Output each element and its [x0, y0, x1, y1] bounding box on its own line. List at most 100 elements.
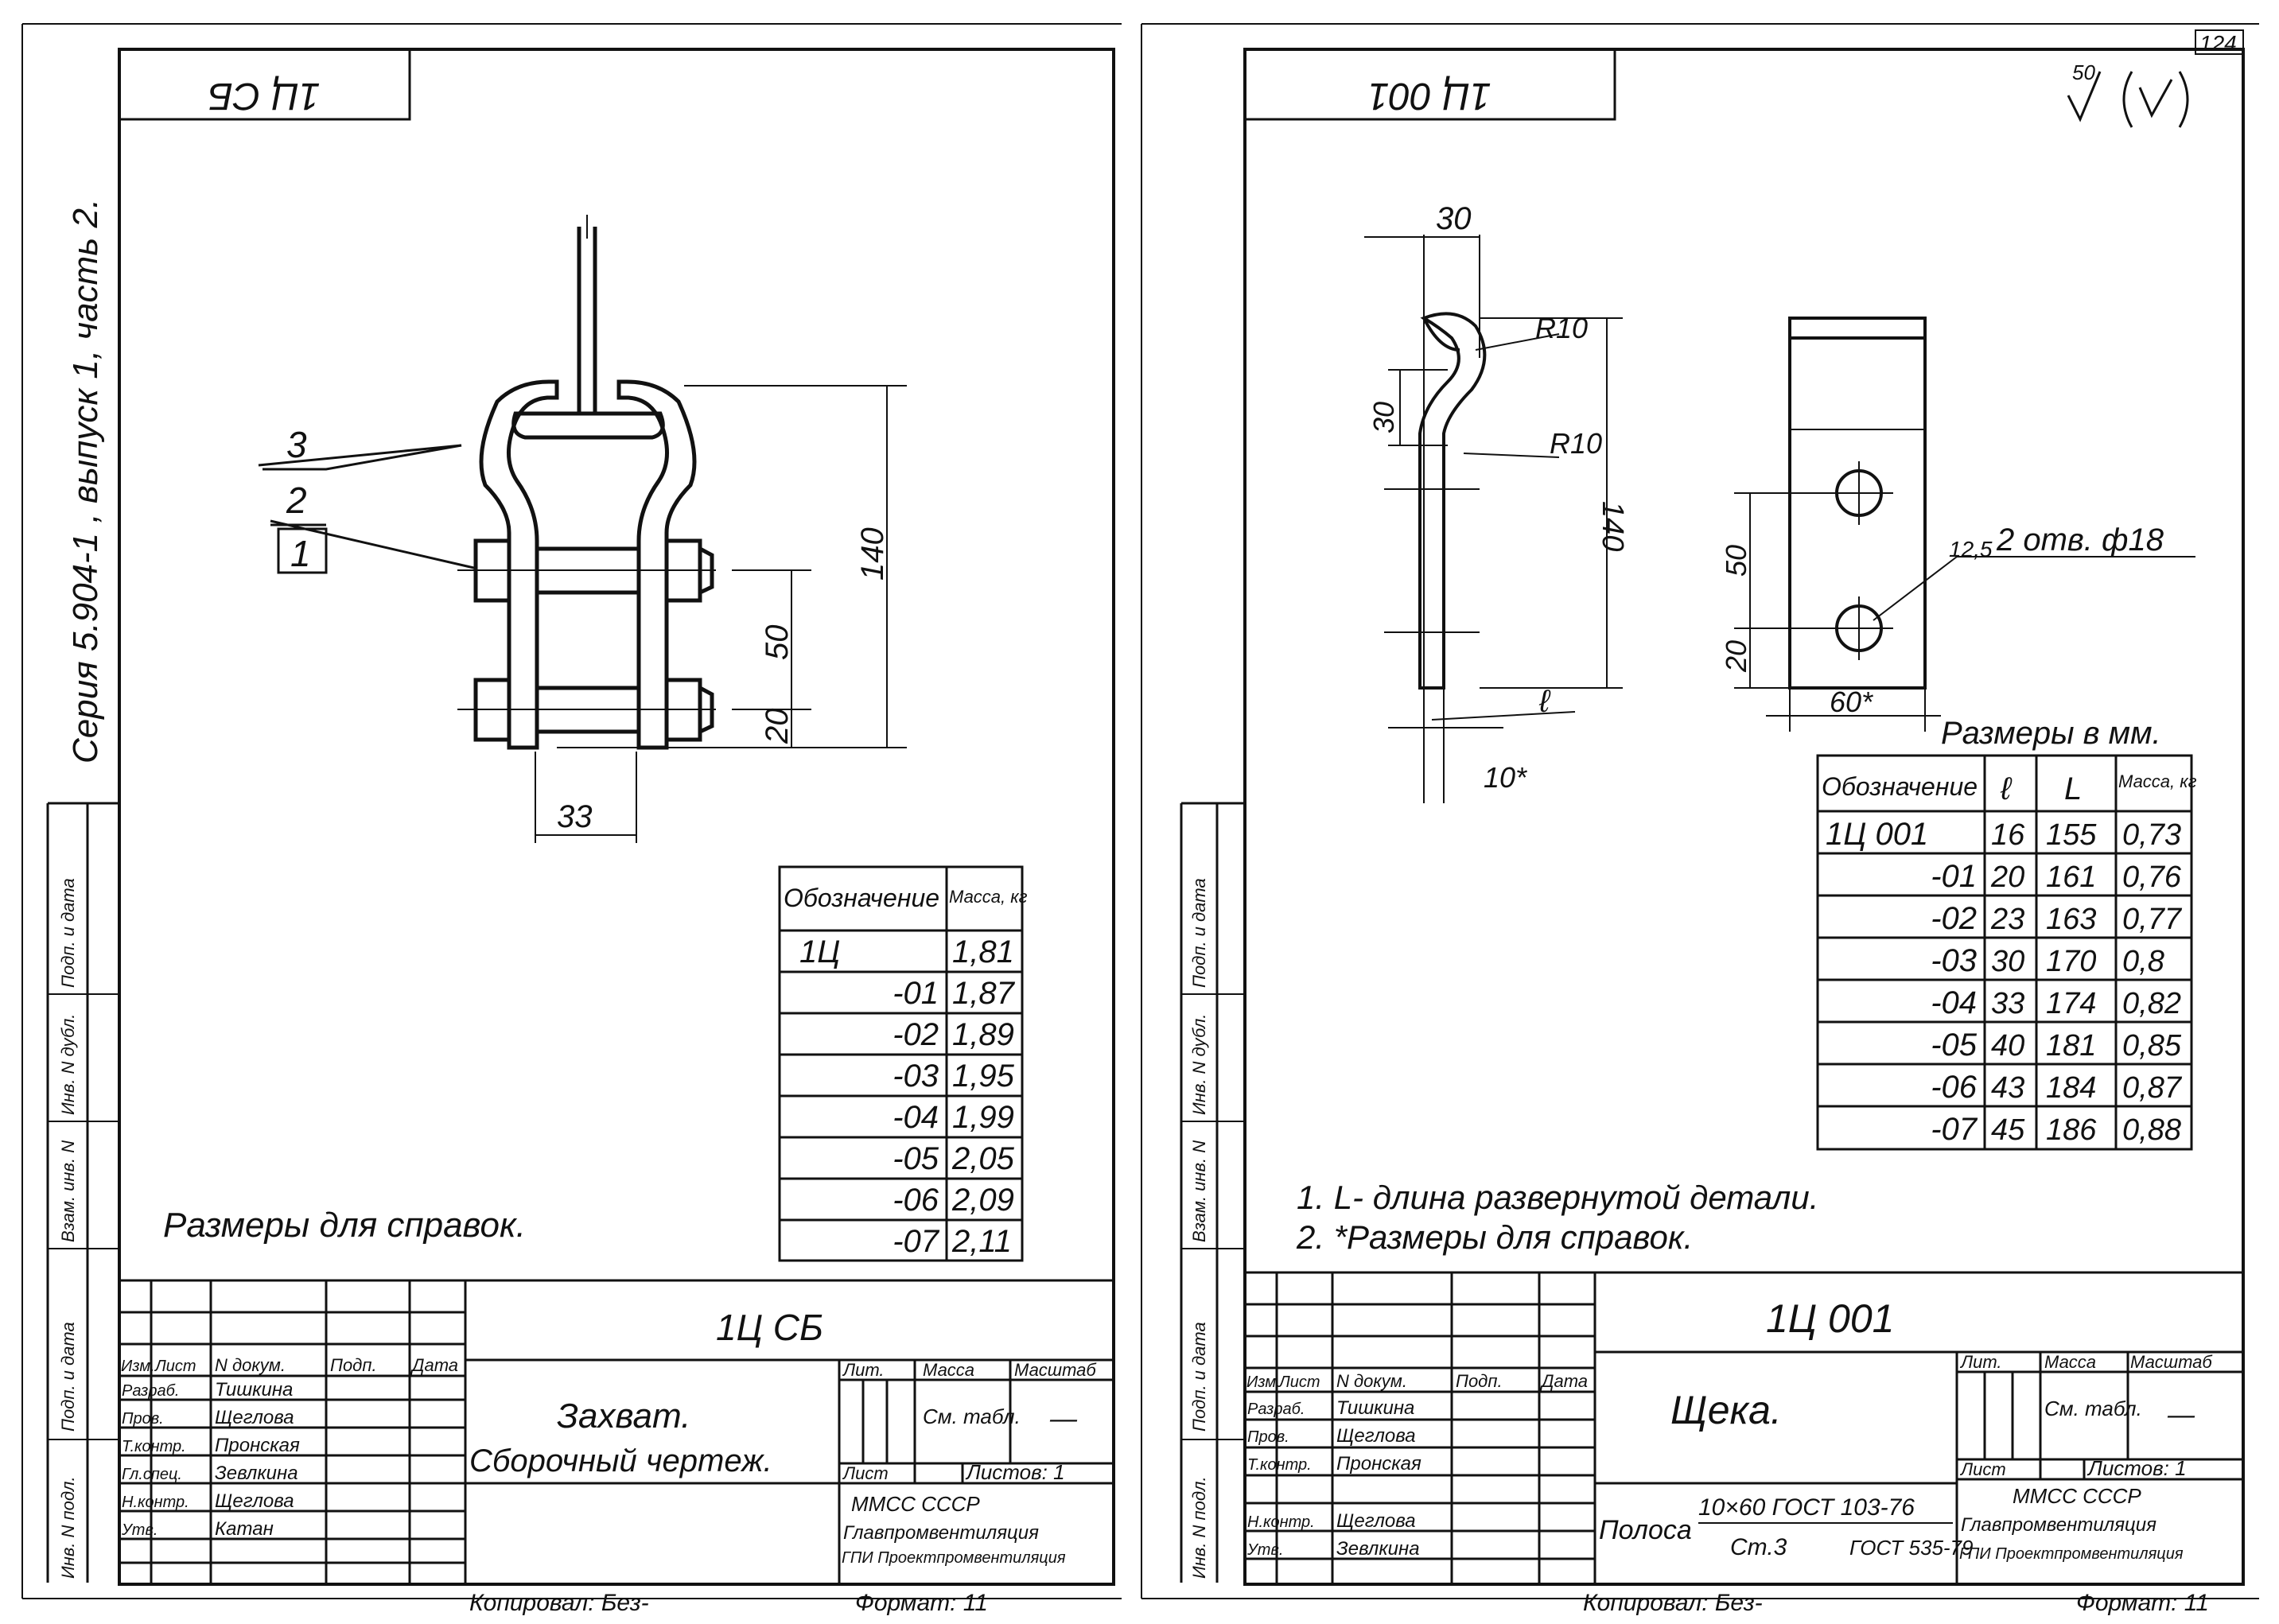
table-l: 30 [1991, 945, 2024, 978]
right-tb-org-3: ГПИ Проектпромвентиляция [1959, 1545, 2184, 1563]
table-mass: 0,87 [2122, 1071, 2183, 1105]
right-header-code: 1Ц 001 [1367, 75, 1491, 117]
mass-table-designation: -05 [893, 1141, 939, 1176]
table-designation: -07 [1931, 1112, 1978, 1147]
mass-table-mass: 2,05 [951, 1141, 1015, 1176]
right-side-strip: Инв. N подл. Подп. и дата Взам. инв. N И… [1180, 802, 1245, 1583]
right-tb-org-2: Главпромвентиляция [1961, 1514, 2156, 1536]
right-side-label-1: Инв. N подл. [1189, 1476, 1209, 1579]
mass-table-mass: 1,99 [952, 1100, 1014, 1135]
right-tb-role: Разраб. [1247, 1401, 1305, 1418]
left-tb-role: Утв. [121, 1521, 158, 1539]
table-mass: 0,85 [2122, 1029, 2182, 1063]
table-L: 181 [2046, 1029, 2096, 1063]
left-tb-col-izm: Изм. [121, 1358, 155, 1375]
cheek-front-view [1788, 317, 1927, 690]
left-dimensions: 140 50 20 33 [535, 385, 907, 843]
left-side-label-4: Инв. N дубл. [58, 1014, 78, 1115]
right-tb-sheets-label: Листов: 1 [2086, 1456, 2187, 1480]
table-header-mass: Масса, кг [2118, 771, 2197, 791]
left-tb-person: Зевлкина [215, 1463, 298, 1484]
mass-table-designation: -03 [893, 1059, 939, 1094]
right-tb-person: Щеглова [1336, 1425, 1416, 1447]
table-l: 45 [1991, 1113, 2025, 1147]
table-mass: 0,77 [2122, 903, 2183, 936]
dim-holes: 2 отв. ф18 [1996, 523, 2164, 558]
dim-140: 140 [1596, 501, 1629, 551]
left-tb-role: Гл.спец. [122, 1466, 182, 1483]
right-tb-roles: Разраб.ТишкинаПров.ЩегловаТ.контр.Пронск… [1246, 1397, 1421, 1560]
table-L: 155 [2046, 818, 2097, 852]
table-l: 43 [1991, 1071, 2024, 1105]
left-side-label-2: Подп. и дата [58, 1322, 78, 1432]
dim-33: 33 [557, 799, 593, 834]
assembly-drawing [457, 215, 716, 750]
left-tb-role: Н.контр. [122, 1494, 189, 1511]
dim-20: 20 [760, 709, 795, 745]
dim-50: 50 [760, 625, 795, 661]
right-tb-mass-label: Масса [2044, 1352, 2096, 1372]
left-header-box [118, 48, 411, 121]
table-L: 174 [2046, 987, 2096, 1020]
right-tb-person: Тишкина [1336, 1397, 1414, 1419]
left-tb-person: Щеглова [215, 1490, 294, 1512]
left-side-label-3: Взам. инв. N [58, 1140, 78, 1242]
table-designation: -02 [1931, 901, 1977, 936]
right-tb-material-bottom-right: ГОСТ 535-79 [1849, 1536, 1973, 1560]
right-tb-org-1: ММСС СССР [2013, 1484, 2141, 1508]
right-tb-col-date: Дата [1539, 1371, 1588, 1391]
dim-r10-bottom: R10 [1550, 427, 1602, 460]
right-tb-col-podp: Подп. [1456, 1371, 1503, 1391]
note-1: 1. L- длина развернутой детали. [1297, 1179, 1818, 1216]
left-tb-role: Пров. [122, 1410, 164, 1428]
table-mass: 0,73 [2122, 818, 2181, 852]
callout-3: 3 [286, 424, 307, 465]
left-tb-person: Пронская [215, 1435, 300, 1456]
left-tb-scale-label: Масштаб [1014, 1360, 1097, 1380]
mass-table-mass: 1,87 [952, 976, 1016, 1011]
right-sheet: 1Ц 001 124 50 Инв. N подл. Подп. и дата … [1141, 23, 2259, 1616]
table-designation: 1Ц 001 [1826, 817, 1928, 852]
table-mass: 0,82 [2122, 987, 2181, 1020]
left-tb-col-date: Дата [410, 1355, 458, 1375]
right-tb-person: Щеглова [1336, 1510, 1416, 1532]
table-mass: 0,76 [2122, 861, 2182, 894]
left-tb-person: Катан [215, 1518, 274, 1540]
right-side-label-2: Подп. и дата [1189, 1322, 1209, 1432]
callout-2: 2 [286, 480, 307, 521]
left-tb-mass-label: Масса [923, 1360, 974, 1380]
table-L: 161 [2046, 861, 2096, 894]
left-frame [118, 48, 1115, 1586]
right-tb-doc-code: 1Ц 001 [1766, 1296, 1894, 1341]
right-tb-scale-label: Масштаб [2130, 1352, 2213, 1372]
left-tb-lit-label: Лит. [842, 1360, 885, 1380]
right-side-label-4: Инв. N дубл. [1189, 1014, 1209, 1115]
right-tb-role: Утв. [1246, 1541, 1283, 1559]
dim-30: 30 [1436, 201, 1472, 236]
left-tb-role: Разраб. [122, 1382, 179, 1400]
dim-140: 140 [855, 527, 890, 581]
table-L: 186 [2046, 1113, 2097, 1147]
table-designation: -06 [1931, 1070, 1978, 1105]
cheek-side-dimensions: 30 R10 R10 30 140 ℓ 10* [1364, 201, 1629, 803]
left-side-label-5: Подп. и дата [58, 878, 78, 988]
left-tb-col-ndoc: N докум. [215, 1355, 286, 1375]
dims-note: Размеры в мм. [1941, 716, 2161, 751]
left-tb-person: Тишкина [215, 1379, 293, 1401]
right-tb-material-bottom-left: Ст.3 [1730, 1534, 1787, 1560]
left-copied: Копировал: Без- [469, 1590, 649, 1616]
table-mass: 0,88 [2122, 1113, 2181, 1147]
table-mass: 0,8 [2122, 945, 2164, 978]
left-callouts: 3 2 1 [258, 424, 478, 574]
right-header-box [1243, 48, 1616, 121]
left-tb-name-1: Захват. [557, 1397, 690, 1436]
left-tb-roles: Разраб.ТишкинаПров.ЩегловаТ.контр.Пронск… [121, 1379, 300, 1540]
mass-table-designation: 1Ц [799, 934, 840, 969]
mass-table-mass: 1,95 [952, 1059, 1015, 1094]
dim-60: 60* [1830, 686, 1873, 718]
callout-1: 1 [290, 533, 311, 574]
right-tb-mass-value: См. табл. [2044, 1397, 2142, 1420]
left-tb-scale-value: — [1049, 1404, 1078, 1434]
